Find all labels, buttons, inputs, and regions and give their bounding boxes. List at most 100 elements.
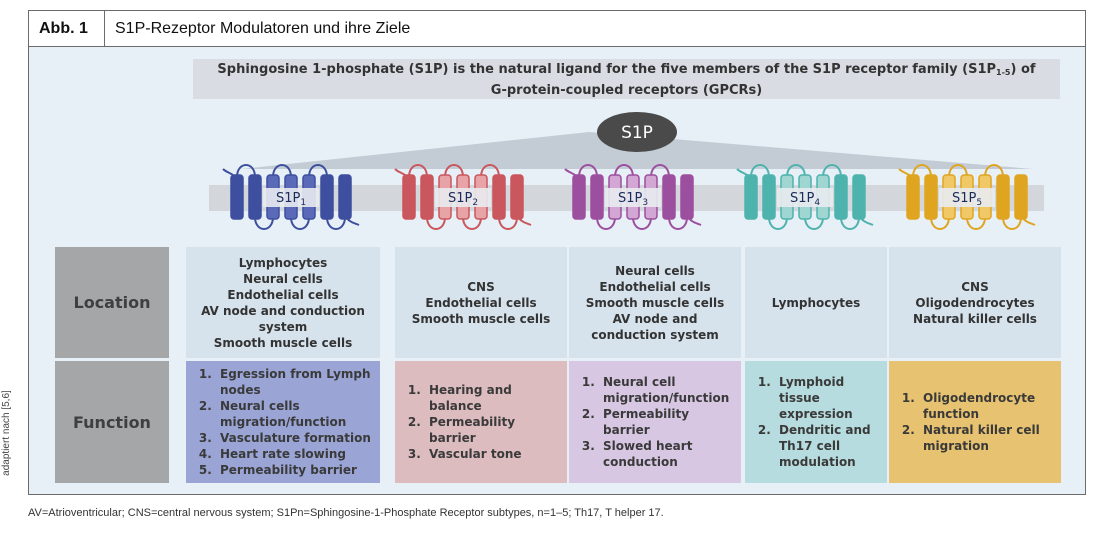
- receptor-loop: [750, 164, 770, 178]
- receptor-loop: [804, 216, 824, 230]
- receptor-loop: [650, 164, 670, 178]
- receptor-helix: [1014, 174, 1028, 220]
- location-item: AV node and conduction: [201, 303, 365, 318]
- receptor-label-name: S1P: [618, 191, 643, 206]
- receptor-loop: [326, 216, 346, 230]
- receptor-helix: [338, 174, 352, 220]
- location-item: conduction system: [591, 327, 719, 342]
- receptor-loop: [966, 216, 986, 230]
- location-item: Lymphocytes: [238, 255, 328, 270]
- receptor-helix: [492, 174, 506, 220]
- function-item: Vascular tone: [425, 446, 563, 462]
- receptor-loop: [984, 164, 1004, 178]
- receptor-helix: [248, 174, 262, 220]
- function-box-s1p3: Neural cell migration/functionPermeabili…: [569, 361, 741, 483]
- function-item: Permeability barrier: [216, 462, 376, 478]
- receptor-label: S1P5: [952, 191, 982, 208]
- function-item: Permeability barrier: [599, 406, 737, 438]
- ligand-label: S1P: [621, 123, 653, 143]
- function-item: Neural cell migration/function: [599, 374, 737, 406]
- footnote: AV=Atrioventricular; CNS=central nervous…: [28, 507, 664, 519]
- function-box-s1p5: Oligodendrocyte functionNatural killer c…: [889, 361, 1061, 483]
- function-list: Oligodendrocyte functionNatural killer c…: [897, 390, 1057, 454]
- function-list: Neural cell migration/functionPermeabili…: [577, 374, 737, 470]
- receptor-helix: [924, 174, 938, 220]
- receptor-loop: [444, 164, 464, 178]
- receptor-helix: [680, 174, 694, 220]
- receptor-loop: [668, 216, 688, 230]
- function-list: Hearing and balancePermeability barrierV…: [403, 382, 563, 462]
- receptor-loop: [408, 164, 428, 178]
- receptor-helix: [744, 174, 758, 220]
- location-item: Smooth muscle cells: [411, 311, 551, 326]
- location-item: Neural cells: [243, 271, 323, 286]
- receptor-helix: [762, 174, 776, 220]
- location-item: Endothelial cells: [599, 279, 711, 294]
- receptor-label-bg: [263, 188, 319, 207]
- receptor-helix: [230, 174, 244, 220]
- function-item: Oligodendrocyte function: [919, 390, 1057, 422]
- function-list: Lymphoid tissue expressionDendritic and …: [753, 374, 883, 470]
- function-item: Hearing and balance: [425, 382, 563, 414]
- receptor-helix: [510, 174, 524, 220]
- row-label-location: Location: [55, 247, 169, 358]
- receptor-loop: [822, 164, 842, 178]
- receptor-helix: [590, 174, 604, 220]
- receptor-loop: [948, 164, 968, 178]
- intro-line-1: Sphingosine 1-phosphate (S1P) is the nat…: [217, 62, 1036, 77]
- location-item: CNS: [467, 279, 495, 294]
- receptor-label-bg: [435, 188, 491, 207]
- receptor-helix: [662, 174, 676, 220]
- receptor-loop: [272, 164, 292, 178]
- receptor-loop: [1002, 216, 1022, 230]
- receptor-helix: [834, 174, 848, 220]
- receptor-loop: [930, 216, 950, 230]
- function-box-s1p2: Hearing and balancePermeability barrierV…: [395, 361, 567, 483]
- receptor-loop: [498, 216, 518, 230]
- receptor-loop: [786, 164, 806, 178]
- receptor-helix: [572, 174, 586, 220]
- receptor-loop: [254, 216, 274, 230]
- receptor-label-name: S1P: [448, 191, 473, 206]
- intro-subscript: 1-5: [996, 68, 1011, 77]
- figure-frame: Abb. 1 S1P-Rezeptor Modulatoren und ihre…: [28, 10, 1086, 495]
- receptor-helix: [906, 174, 920, 220]
- receptor-label-name: S1P: [276, 191, 301, 206]
- function-item: Natural killer cell migration: [919, 422, 1057, 454]
- receptor-loop: [912, 164, 932, 178]
- figure-title: S1P-Rezeptor Modulatoren und ihre Ziele: [115, 20, 411, 37]
- receptor-helix: [320, 174, 334, 220]
- receptor-helix: [996, 174, 1010, 220]
- receptor-label-subscript: 5: [976, 198, 982, 208]
- row-label-function: Function: [55, 361, 169, 483]
- receptor-helix: [420, 174, 434, 220]
- receptor-label: S1P2: [448, 191, 478, 208]
- location-item: Natural killer cells: [913, 311, 1037, 326]
- intro-box: Sphingosine 1-phosphate (S1P) is the nat…: [193, 59, 1060, 99]
- location-item: Neural cells: [615, 263, 695, 278]
- receptor-loop: [768, 216, 788, 230]
- location-item: system: [258, 319, 308, 334]
- location-item: AV node and: [612, 311, 698, 326]
- receptor-label-subscript: 4: [814, 198, 820, 208]
- receptor-label-subscript: 2: [472, 198, 478, 208]
- receptor-label-subscript: 1: [300, 198, 306, 208]
- receptor-loop: [614, 164, 634, 178]
- receptor-loop: [290, 216, 310, 230]
- function-item: Permeability barrier: [425, 414, 563, 446]
- receptor-helix: [402, 174, 416, 220]
- receptor-label-subscript: 3: [642, 198, 648, 208]
- receptor-loop: [426, 216, 446, 230]
- function-item: Egression from Lymph nodes: [216, 366, 376, 398]
- function-box-s1p1: Egression from Lymph nodesNeural cells m…: [186, 361, 380, 483]
- receptor-label-bg: [939, 188, 995, 207]
- location-item: Endothelial cells: [425, 295, 537, 310]
- function-item: Heart rate slowing: [216, 446, 376, 462]
- receptor-loop: [480, 164, 500, 178]
- location-item: Lymphocytes: [771, 295, 861, 310]
